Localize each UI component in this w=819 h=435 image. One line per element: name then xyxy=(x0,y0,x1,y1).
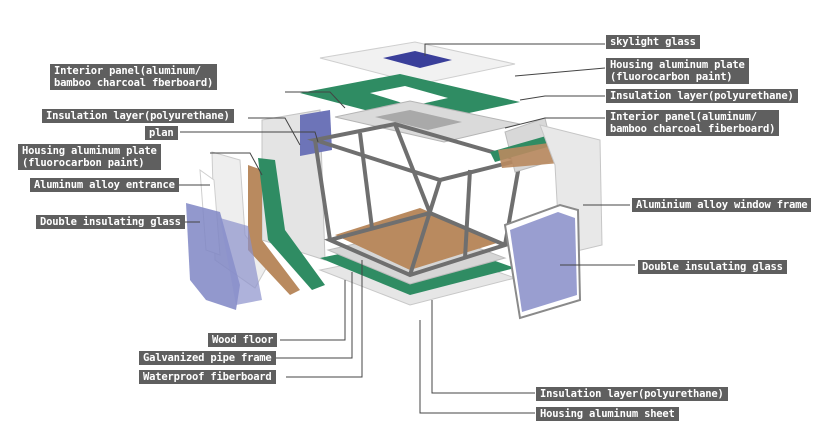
roof-interior-opening xyxy=(375,110,462,130)
skylight-glass-center xyxy=(383,51,452,68)
label-housing-sheet: Housing aluminum sheet xyxy=(536,407,679,421)
label-interior-panel-left: Interior panel(aluminum/ bamboo charcoal… xyxy=(50,64,218,90)
right-double-insulating-glass xyxy=(510,212,577,312)
label-plan: plan xyxy=(145,126,178,140)
label-glass-left: Double insulating glass xyxy=(36,215,185,229)
leader-lines xyxy=(178,43,635,414)
label-insulation-top: Insulation layer(polyurethane) xyxy=(606,89,798,103)
roof-insulation-opening xyxy=(370,86,448,106)
label-housing-plate-left: Housing aluminum plate (fluorocarbon pai… xyxy=(18,144,161,170)
label-skylight-glass: skylight glass xyxy=(606,35,700,49)
label-glass-right: Double insulating glass xyxy=(638,260,787,274)
label-housing-plate-top: Housing aluminum plate (fluorocarbon pai… xyxy=(606,58,749,84)
label-insulation-bottom: Insulation layer(polyurethane) xyxy=(536,387,728,401)
left-insulation-panel xyxy=(258,158,325,290)
label-wood-floor: Wood floor xyxy=(208,333,278,347)
right-housing-plate xyxy=(539,124,603,256)
wood-floor xyxy=(335,208,500,270)
label-entrance: Aluminum alloy entrance xyxy=(30,178,179,192)
left-wall-glass-2 xyxy=(220,218,262,305)
label-waterproof: Waterproof fiberboard xyxy=(139,370,276,384)
galvanized-pipe-frame xyxy=(307,121,528,278)
label-interior-panel-right: Interior panel(aluminum/ bamboo charcoal… xyxy=(606,110,780,136)
left-double-insulating-glass xyxy=(186,203,240,310)
label-window-frame: Aluminium alloy window frame xyxy=(632,198,812,212)
left-interior-panel xyxy=(248,165,300,295)
label-pipe-frame: Galvanized pipe frame xyxy=(139,351,276,365)
label-insulation-left: Insulation layer(polyurethane) xyxy=(42,109,234,123)
